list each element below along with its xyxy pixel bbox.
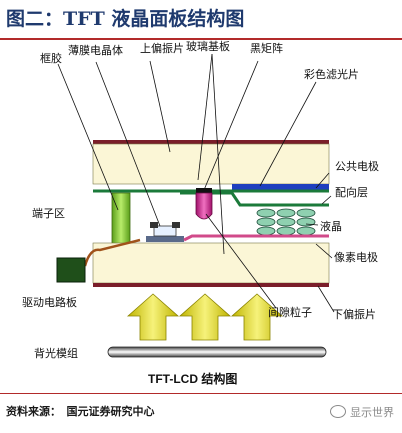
label-backlight-module: 背光模组 [34,346,78,360]
terminal-connector [83,238,141,267]
backlight-arrow-3 [230,293,284,341]
diagram-caption: TFT-LCD 结构图 [148,371,237,386]
footer-divider [0,393,402,394]
backlight-arrow-1 [126,293,180,341]
lower-polarizer-layer [93,283,329,287]
watermark-text: 显示世界 [350,406,394,419]
driver-board-block [56,257,86,283]
source-note: 资料来源： 国元证券研究中心 [6,405,155,418]
label-upper-polarizer: 上偏振片 [140,41,184,55]
figure-title: 图二：TFT 液晶面板结构图 [6,8,245,30]
upper-glass-substrate [92,143,330,185]
black-matrix-block [196,188,212,193]
backlight-module-tube [107,346,327,358]
label-black-matrix: 黑矩阵 [250,41,283,55]
label-alignment-layer: 配向层 [335,185,368,199]
backlight-arrow-2 [178,293,232,341]
color-filter-layer [232,184,329,190]
label-color-filter: 彩色滤光片 [304,67,359,81]
spacer-particle [195,192,213,220]
liquid-crystal-molecules [256,208,316,236]
tft-drain [172,222,180,228]
label-thin-film-transistor: 薄膜电晶体 [68,43,123,57]
tft-lcd-diagram: 框胶 薄膜电晶体 上偏振片 玻璃基板 黑矩阵 彩色滤光片 公共电极 配向层 端子… [22,40,379,386]
tft-body [153,225,177,237]
label-frame-glue: 框胶 [40,51,62,65]
pixel-electrode-layer [183,234,329,242]
leader-lines [57,53,335,313]
title-divider [0,38,402,40]
label-driver-board: 驱动电路板 [22,295,77,309]
tft-source [150,222,158,228]
label-pixel-electrode: 像素电极 [334,250,378,264]
label-spacer: 间隙粒子 [268,305,312,319]
label-common-electrode: 公共电极 [335,159,379,173]
label-lower-polarizer: 下偏振片 [332,307,376,321]
wechat-icon [330,405,346,418]
watermark: 显示世界 [330,404,394,420]
lower-glass-substrate [92,242,330,284]
label-liquid-crystal: 液晶 [320,219,342,233]
upper-polarizer-layer [93,140,329,144]
label-glass-substrate: 玻璃基板 [186,40,230,53]
tft-gate [146,236,184,242]
label-terminal-area: 端子区 [32,207,65,220]
